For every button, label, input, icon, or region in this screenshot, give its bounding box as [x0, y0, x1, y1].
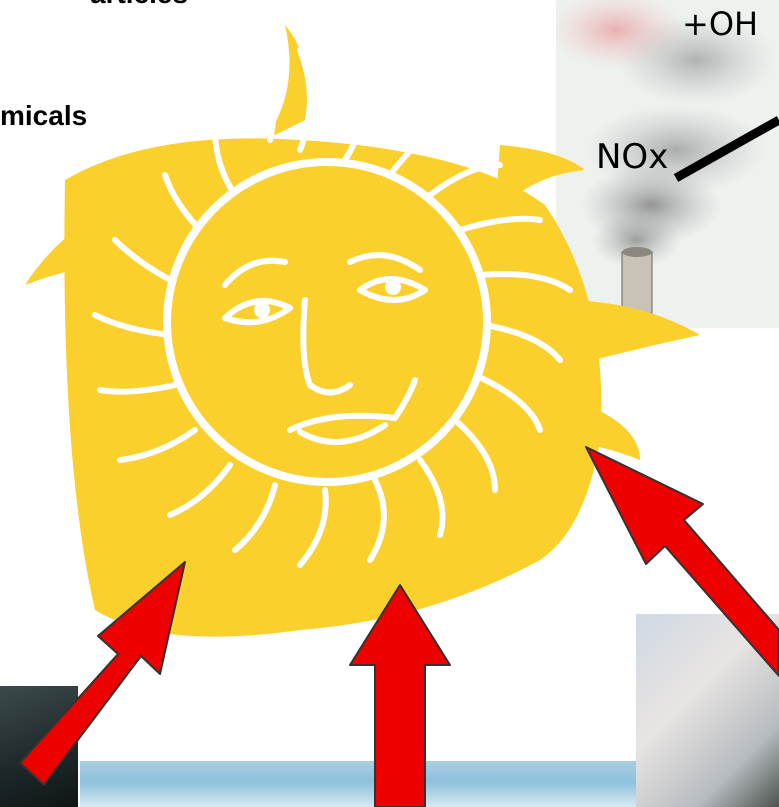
arrow-right: [586, 447, 779, 676]
